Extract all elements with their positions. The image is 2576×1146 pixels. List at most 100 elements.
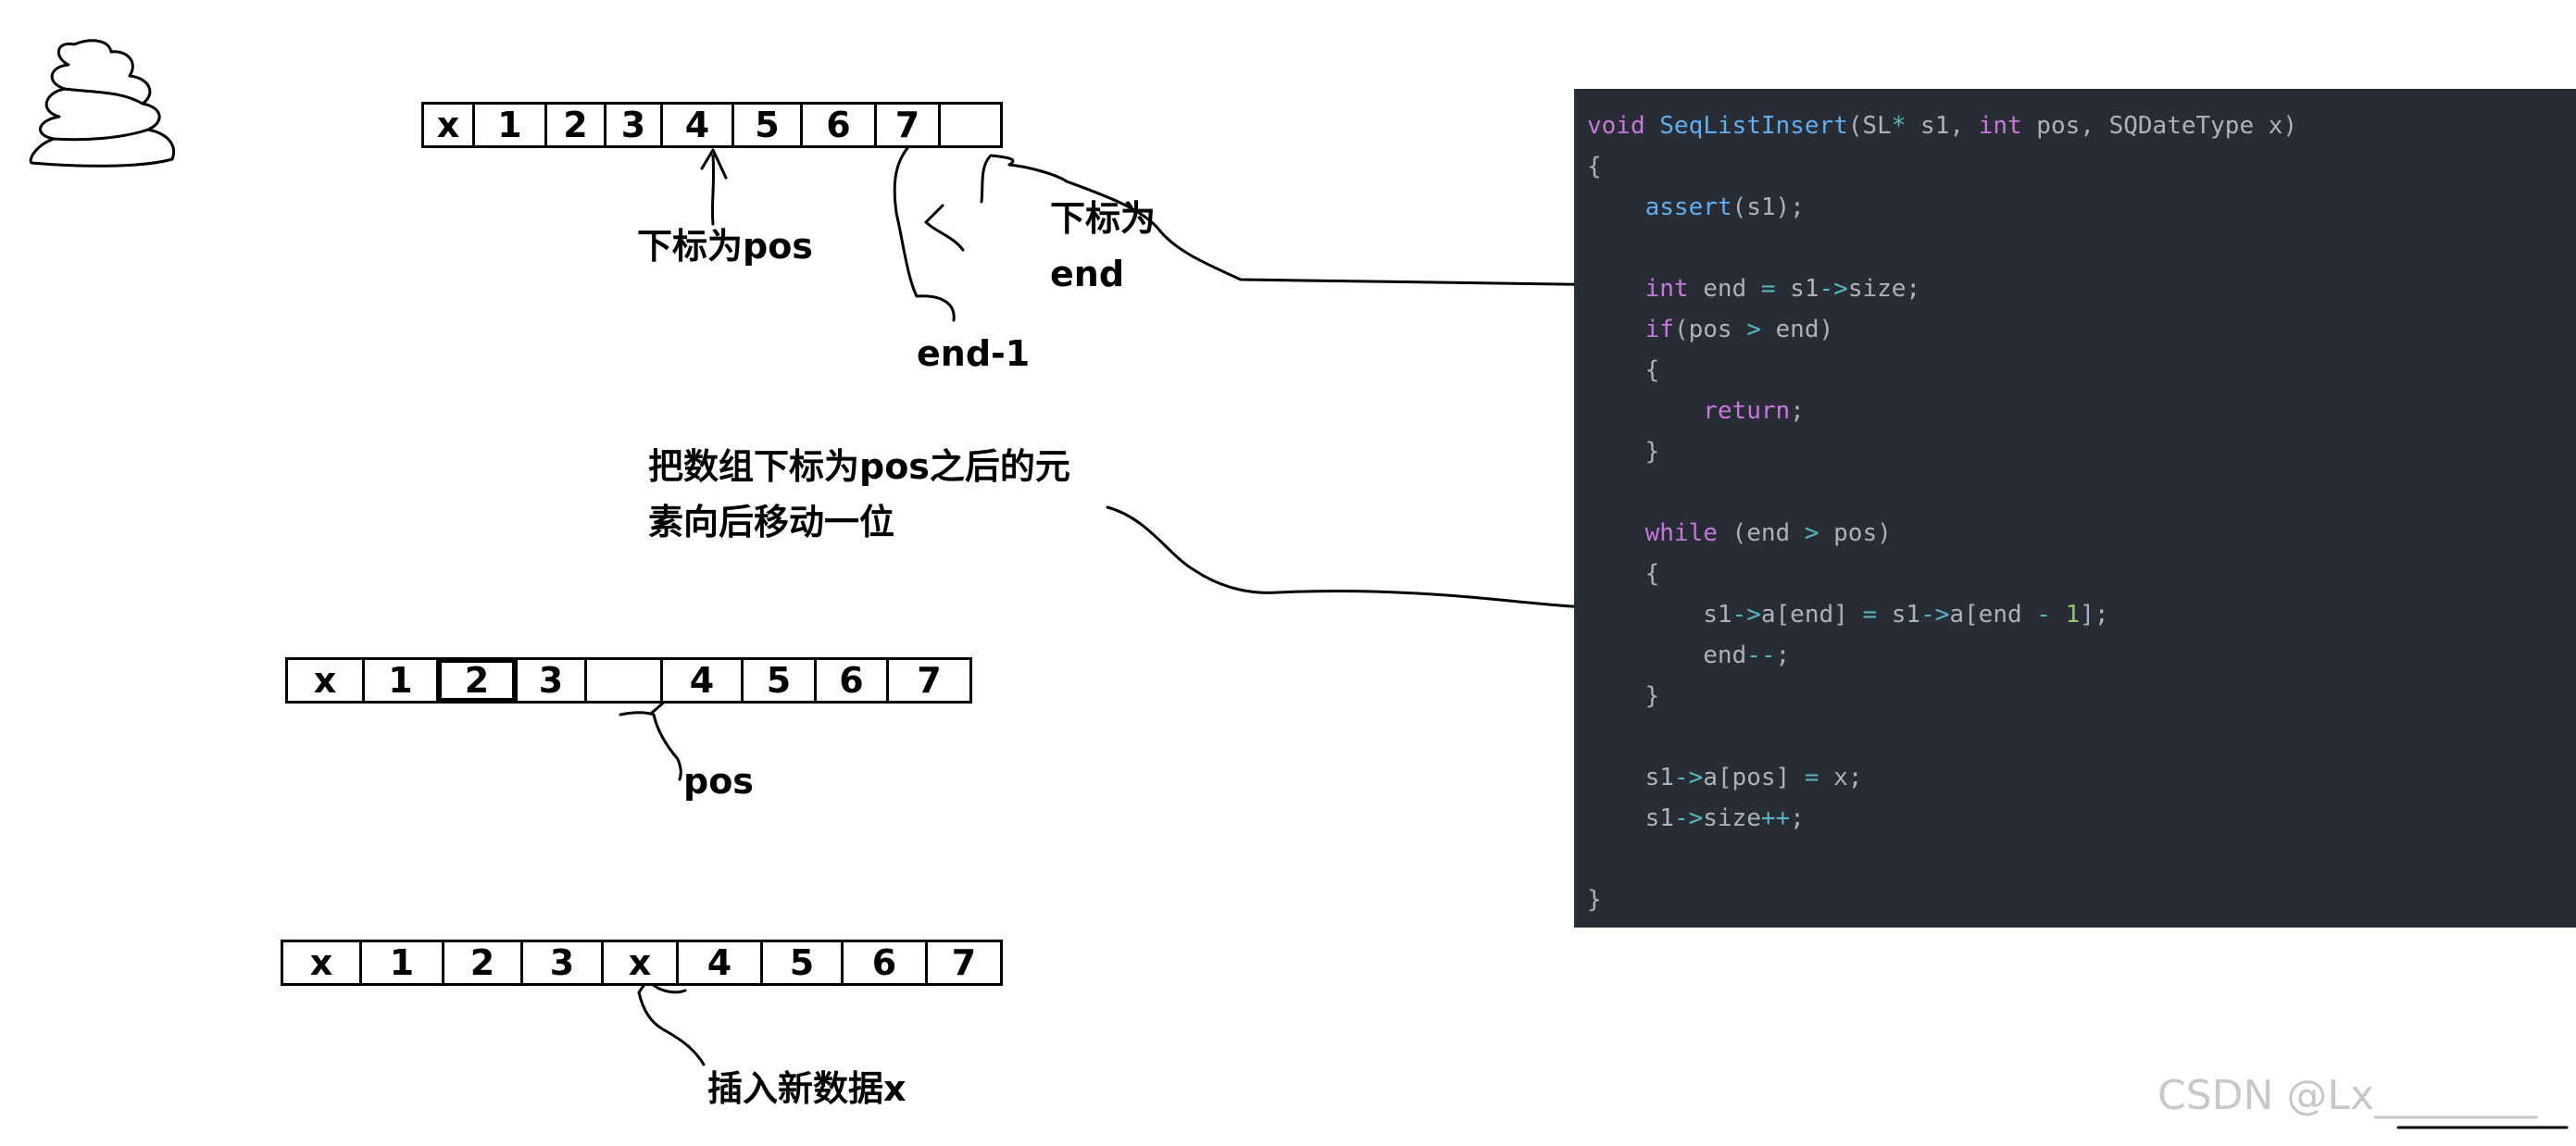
array-cell: 6 [800,102,877,148]
insert-arrow [637,978,706,1066]
code-line: while (end > pos) [1587,513,2576,554]
code-line: void SeqListInsert(SL* s1, int pos, SQDa… [1587,106,2576,146]
code-line: end--; [1587,635,2576,676]
code-token: } [1587,886,1602,914]
code-line: int end = s1->size; [1587,268,2576,309]
code-token: = [1760,275,1776,303]
array-cell: 1 [472,102,547,148]
array-cell: 4 [660,102,734,148]
array-cell-highlighted: 2 [436,657,518,704]
code-token: (end [1717,519,1805,547]
array-cell: 4 [660,657,744,704]
array-cell: 5 [760,940,844,986]
array-cell: 2 [544,102,606,148]
code-token: * [1891,112,1907,140]
code-token: end) [1760,316,1834,343]
code-token: = [1804,764,1819,791]
code-token: -> [1920,601,1950,629]
code-line: if(pos > end) [1587,309,2576,350]
code-line [1587,228,2576,268]
code-line: } [1587,879,2576,920]
code-token: -> [1732,601,1761,629]
array-cell-inserted: x [601,940,679,986]
code-token: } [1587,682,1660,710]
array-cell: 7 [874,102,941,148]
code-line: } [1587,431,2576,472]
code-token: ; [1775,642,1791,669]
array-cell: 6 [814,657,889,704]
array-cell: 3 [604,102,663,148]
code-line: return; [1587,391,2576,431]
code-token [1587,275,1645,303]
code-token: s1 [1587,601,1732,629]
code-token: ]; [2080,601,2109,629]
code-token: (SL [1847,112,1892,140]
code-line: { [1587,350,2576,391]
code-token [2051,601,2066,629]
code-line: s1->a[end] = s1->a[end - 1]; [1587,594,2576,635]
code-token: -- [1746,642,1776,669]
code-token [1587,397,1703,425]
array-cell: 1 [362,657,439,704]
code-token: = [1862,601,1878,629]
code-token [1587,193,1645,221]
move-description-line2: 素向后移动一位 [648,502,895,542]
code-token: size [1703,804,1761,832]
array-cell: 7 [925,940,1003,986]
pos-label: pos [683,761,754,802]
move-description-line1: 把数组下标为pos之后的元 [648,446,1070,487]
code-token: a[pos] [1703,764,1805,791]
code-token: -> [1673,804,1704,832]
array-cell: 3 [520,940,604,986]
array-cell: 6 [841,940,928,986]
array-row-1: x 1 2 3 4 5 6 7 [421,102,1003,148]
end-minus-one-arrow [893,146,965,322]
code-token: (pos [1673,316,1747,343]
code-token: x; [1819,764,1863,791]
watermark: CSDN @Lx________ [2157,1072,2537,1119]
code-token: SeqListInsert [1659,112,1848,140]
insert-new-data-label: 插入新数据x [707,1068,907,1109]
code-token: end [1688,275,1761,303]
code-token: > [1804,519,1819,547]
code-token: int [1978,112,2022,140]
code-token: s1 [1775,275,1819,303]
array-cell: 2 [442,940,523,986]
array-row-2: x 1 2 3 4 5 6 7 [285,657,972,704]
code-token: s1 [1877,601,1921,629]
array-cell: 1 [359,940,444,986]
code-token [1587,316,1645,343]
code-token: s1, [1906,112,1979,140]
code-line [1587,716,2576,757]
code-token: int [1644,275,1689,303]
code-token: { [1587,560,1660,588]
array-row-3: x 1 2 3 x 4 5 6 7 [281,940,1003,986]
array-cell-empty [584,657,663,704]
code-token: size; [1847,275,1921,303]
array-cell: x [421,102,475,148]
array-cell: 5 [732,102,803,148]
code-token: > [1746,316,1761,343]
move-arrow [1106,505,1661,609]
array-cell: x [281,940,362,986]
code-token: - [2036,601,2051,629]
code-line: s1->size++; [1587,798,2576,839]
code-token: pos, SQDateType x) [2021,112,2298,140]
code-token: ; [1790,397,1805,425]
code-token: return [1703,397,1791,425]
code-line: } [1587,676,2576,716]
code-token: ++ [1760,804,1791,832]
pos-index-arrow [700,148,728,226]
code-line [1587,472,2576,513]
code-token: a[end] [1760,601,1863,629]
code-token: void [1587,112,1660,140]
code-token: s1 [1587,804,1674,832]
code-token: while [1644,519,1718,547]
code-token: { [1587,356,1660,384]
code-token: pos) [1819,519,1892,547]
code-token [1587,519,1645,547]
end-index-label-line2: end [1050,254,1125,294]
code-line: { [1587,554,2576,594]
code-token: ; [1790,804,1805,832]
code-line: assert(s1); [1587,187,2576,228]
